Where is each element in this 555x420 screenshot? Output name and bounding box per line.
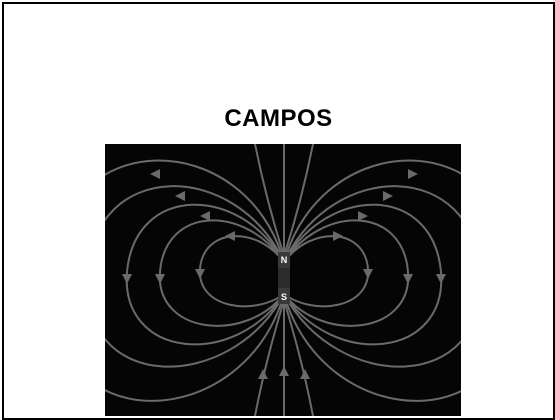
field-loop-right-5 bbox=[284, 161, 461, 401]
arrow-bottom-left bbox=[258, 369, 268, 379]
field-lines-svg bbox=[105, 144, 461, 416]
field-loop-left-4 bbox=[105, 186, 284, 366]
arrow-right-3 bbox=[383, 191, 393, 201]
field-lines-left bbox=[105, 161, 284, 401]
arrow-left-1 bbox=[225, 231, 235, 241]
slide-title: CAMPOS bbox=[4, 105, 553, 133]
arrow-bottom-center bbox=[279, 366, 289, 376]
arrow-right-2 bbox=[358, 211, 368, 221]
arrow-right-down-2 bbox=[403, 274, 413, 284]
arrow-left-down-1 bbox=[195, 269, 205, 279]
field-loop-right-4 bbox=[284, 186, 461, 366]
arrow-right-down-1 bbox=[363, 269, 373, 279]
field-lines-right bbox=[284, 161, 461, 401]
arrow-left-2 bbox=[200, 211, 210, 221]
arrow-bottom-right bbox=[300, 369, 310, 379]
south-pole-label: S bbox=[277, 292, 291, 302]
arrow-right-1 bbox=[333, 231, 343, 241]
arrow-left-down-2 bbox=[155, 274, 165, 284]
arrow-right-down-3 bbox=[436, 274, 446, 284]
arrow-left-3 bbox=[175, 191, 185, 201]
arrow-left-down-3 bbox=[122, 274, 132, 284]
arrow-right-4 bbox=[408, 169, 418, 179]
north-pole-label: N bbox=[277, 255, 291, 265]
magnetic-field-diagram: N S bbox=[105, 144, 461, 416]
arrow-left-4 bbox=[150, 169, 160, 179]
